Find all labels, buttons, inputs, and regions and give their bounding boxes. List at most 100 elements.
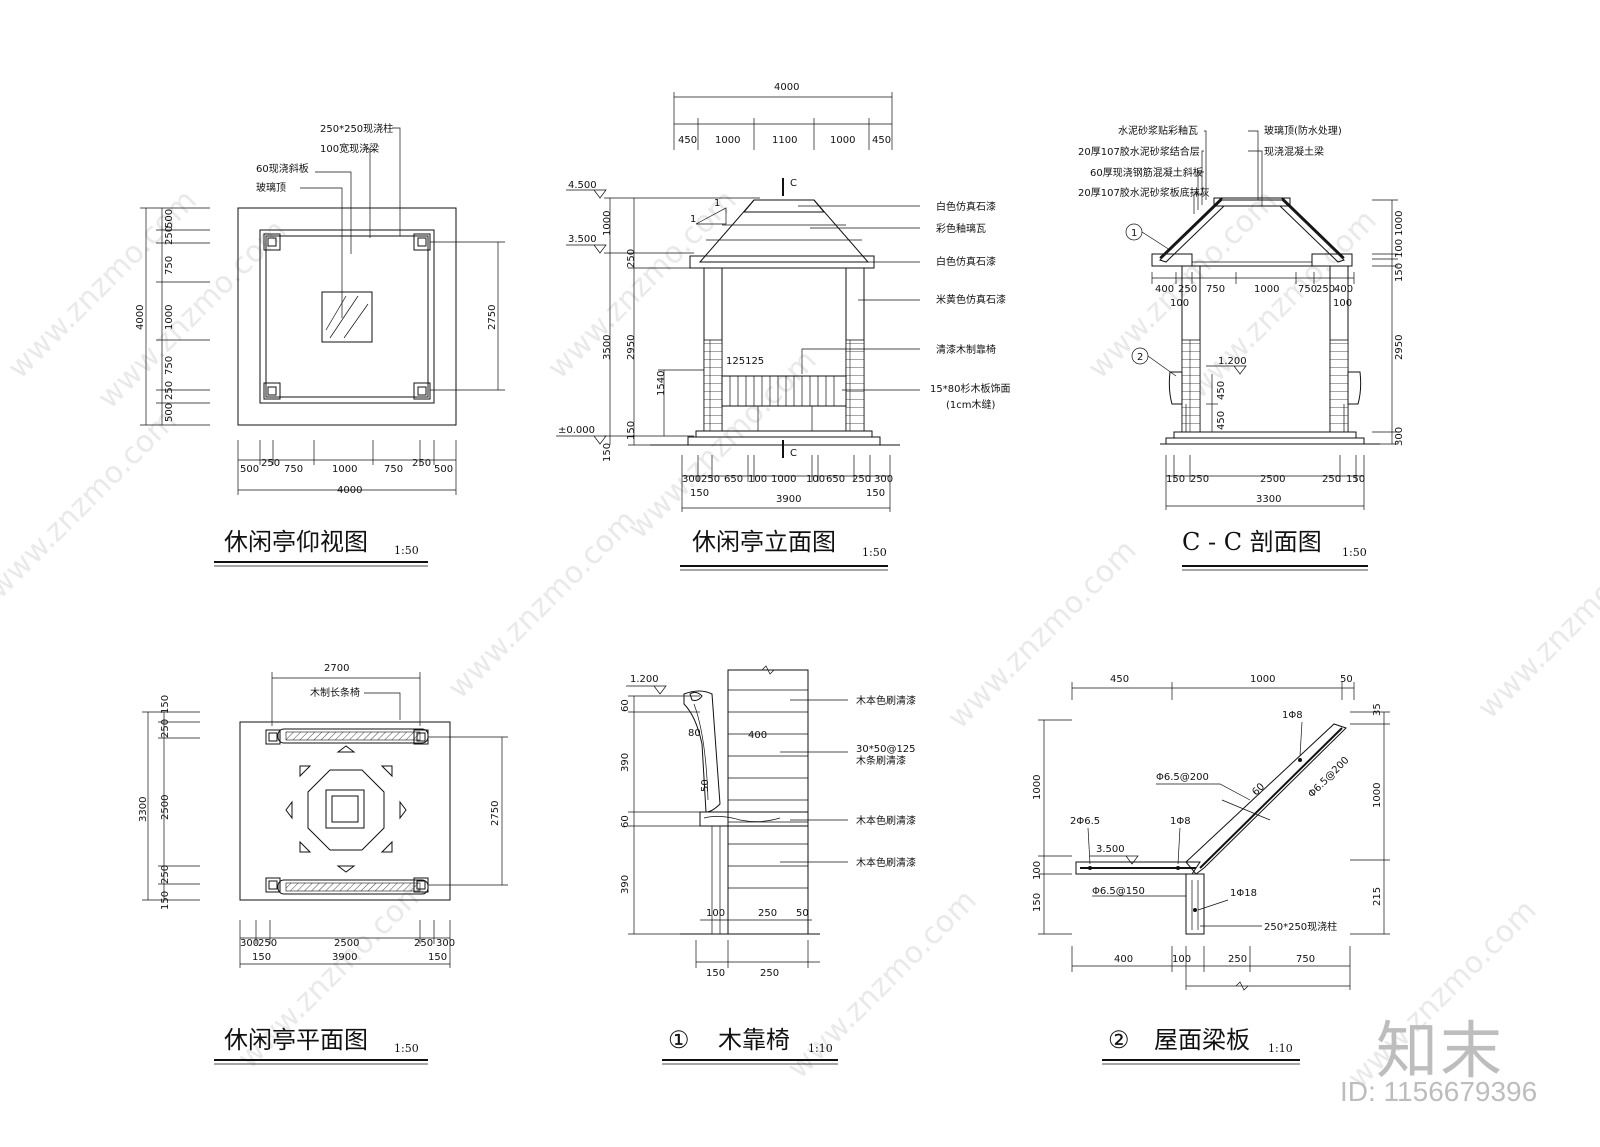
roof-beam-detail: 450 1000 50 1Φ8 Φ6.5@200 Φ6.5@200 2Φ6.5 … — [1032, 674, 1390, 1065]
svg-text:2500: 2500 — [334, 938, 359, 949]
svg-text:4.500: 4.500 — [568, 180, 597, 191]
svg-text:500: 500 — [434, 464, 453, 475]
svg-text:1.200: 1.200 — [630, 674, 659, 685]
svg-text:1Φ18: 1Φ18 — [1230, 888, 1257, 899]
svg-text:1:10: 1:10 — [1268, 1042, 1293, 1055]
svg-text:100: 100 — [1333, 298, 1352, 309]
svg-text:3900: 3900 — [332, 952, 357, 963]
svg-text:450: 450 — [1216, 411, 1227, 430]
svg-text:250: 250 — [160, 865, 171, 884]
svg-text:100: 100 — [1170, 298, 1189, 309]
svg-text:20厚107胶水泥砂浆结合层: 20厚107胶水泥砂浆结合层 — [1078, 145, 1200, 158]
floor-plan-title: 休闲亭平面图 — [224, 1026, 368, 1054]
svg-text:3300: 3300 — [1256, 494, 1281, 505]
svg-text:650: 650 — [724, 474, 743, 485]
svg-text:215: 215 — [1372, 887, 1383, 906]
svg-text:400: 400 — [1155, 284, 1174, 295]
svg-text:150: 150 — [1394, 263, 1405, 282]
svg-text:250: 250 — [1316, 284, 1335, 295]
svg-text:500: 500 — [164, 403, 175, 422]
svg-text:米黄色仿真石漆: 米黄色仿真石漆 — [936, 293, 1006, 306]
svg-text:1:50: 1:50 — [394, 1042, 419, 1055]
svg-text:1000: 1000 — [332, 464, 357, 475]
svg-text:彩色釉璃瓦: 彩色釉璃瓦 — [936, 222, 986, 235]
ceiling-plan: 250*250现浇柱 100宽现浇梁 60现浇斜板 玻璃顶 500 250 75… — [135, 122, 505, 567]
svg-text:4000: 4000 — [135, 305, 146, 330]
svg-text:1100: 1100 — [772, 135, 797, 146]
svg-text:60: 60 — [1250, 781, 1267, 798]
svg-text:1000: 1000 — [164, 305, 175, 330]
svg-text:450: 450 — [1216, 381, 1227, 400]
svg-text:250: 250 — [414, 938, 433, 949]
svg-text:390: 390 — [620, 875, 631, 894]
svg-text:3500: 3500 — [602, 335, 613, 360]
svg-text:清漆木制靠椅: 清漆木制靠椅 — [936, 343, 996, 356]
ceiling-plan-title: 休闲亭仰视图 — [224, 528, 368, 556]
svg-text:750: 750 — [1296, 954, 1315, 965]
svg-text:1Φ8: 1Φ8 — [1282, 710, 1303, 721]
svg-text:250: 250 — [164, 226, 175, 245]
svg-text:250: 250 — [1228, 954, 1247, 965]
roof-number: ② — [1108, 1026, 1130, 1054]
svg-text:C: C — [790, 178, 797, 189]
svg-text:www.znzmo.com: www.znzmo.com — [1471, 523, 1600, 726]
svg-text:400: 400 — [748, 730, 767, 741]
svg-text:水泥砂浆贴彩釉瓦: 水泥砂浆贴彩釉瓦 — [1118, 124, 1198, 137]
svg-text:2: 2 — [1137, 352, 1143, 363]
svg-text:白色仿真石漆: 白色仿真石漆 — [936, 255, 996, 268]
svg-text:150: 150 — [160, 891, 171, 910]
svg-text:木条刷清漆: 木条刷清漆 — [856, 754, 906, 767]
svg-text:www.znzmo.com: www.znzmo.com — [441, 503, 644, 706]
svg-text:250*250现浇柱: 250*250现浇柱 — [1264, 920, 1337, 933]
svg-text:4000: 4000 — [774, 82, 799, 93]
svg-text:450: 450 — [872, 135, 891, 146]
svg-text:100: 100 — [1032, 861, 1043, 880]
svg-text:3300: 3300 — [138, 797, 149, 822]
svg-text:木本色刷清漆: 木本色刷清漆 — [856, 694, 916, 707]
brand-id-text: ID: 1156679396 — [1340, 1076, 1538, 1107]
svg-text:50: 50 — [1340, 674, 1353, 685]
svg-text:1: 1 — [714, 198, 720, 209]
svg-text:2500: 2500 — [160, 795, 171, 820]
svg-text:2750: 2750 — [487, 305, 498, 330]
svg-text:1000: 1000 — [1032, 775, 1043, 800]
svg-text:250: 250 — [261, 458, 280, 469]
svg-text:1.200: 1.200 — [1218, 356, 1247, 367]
svg-text:木本色刷清漆: 木本色刷清漆 — [856, 814, 916, 827]
svg-text:50: 50 — [700, 779, 711, 792]
svg-text:1Φ8: 1Φ8 — [1170, 816, 1191, 827]
svg-text:450: 450 — [1110, 674, 1129, 685]
svg-text:250: 250 — [1190, 474, 1209, 485]
svg-text:250: 250 — [758, 908, 777, 919]
label-glass: 玻璃顶 — [256, 181, 286, 194]
svg-text:750: 750 — [1206, 284, 1225, 295]
svg-text:1:50: 1:50 — [394, 544, 419, 557]
svg-text:玻璃顶(防水处理): 玻璃顶(防水处理) — [1264, 124, 1342, 137]
svg-text:1000: 1000 — [715, 135, 740, 146]
svg-text:1:50: 1:50 — [1342, 546, 1367, 559]
svg-text:100: 100 — [1172, 954, 1191, 965]
label-beam: 100宽现浇梁 — [320, 142, 379, 155]
svg-text:Φ6.5@200: Φ6.5@200 — [1156, 772, 1209, 783]
label-slab: 60现浇斜板 — [256, 162, 309, 175]
svg-text:650: 650 — [826, 474, 845, 485]
svg-text:150: 150 — [252, 952, 271, 963]
svg-text:50: 50 — [796, 908, 809, 919]
label-column: 250*250现浇柱 — [320, 122, 393, 135]
svg-text:750: 750 — [1298, 284, 1317, 295]
svg-text:3.500: 3.500 — [568, 234, 597, 245]
svg-text:250: 250 — [760, 968, 779, 979]
svg-text:250: 250 — [1178, 284, 1197, 295]
glass-roof — [321, 291, 373, 343]
svg-text:C: C — [790, 448, 797, 459]
svg-text:80: 80 — [688, 728, 701, 739]
bench-number: ① — [668, 1026, 690, 1054]
svg-text:±0.000: ±0.000 — [558, 425, 595, 436]
svg-text:125125: 125125 — [726, 356, 764, 367]
svg-text:20厚107胶水泥砂浆板底抹灰: 20厚107胶水泥砂浆板底抹灰 — [1078, 186, 1210, 199]
bench-title: 木靠椅 — [718, 1026, 790, 1054]
svg-text:(1cm木缝): (1cm木缝) — [946, 398, 996, 411]
brand-logo: 知末 — [1376, 1014, 1505, 1087]
elevation-title: 休闲亭立面图 — [692, 528, 836, 556]
svg-text:500: 500 — [164, 209, 175, 228]
